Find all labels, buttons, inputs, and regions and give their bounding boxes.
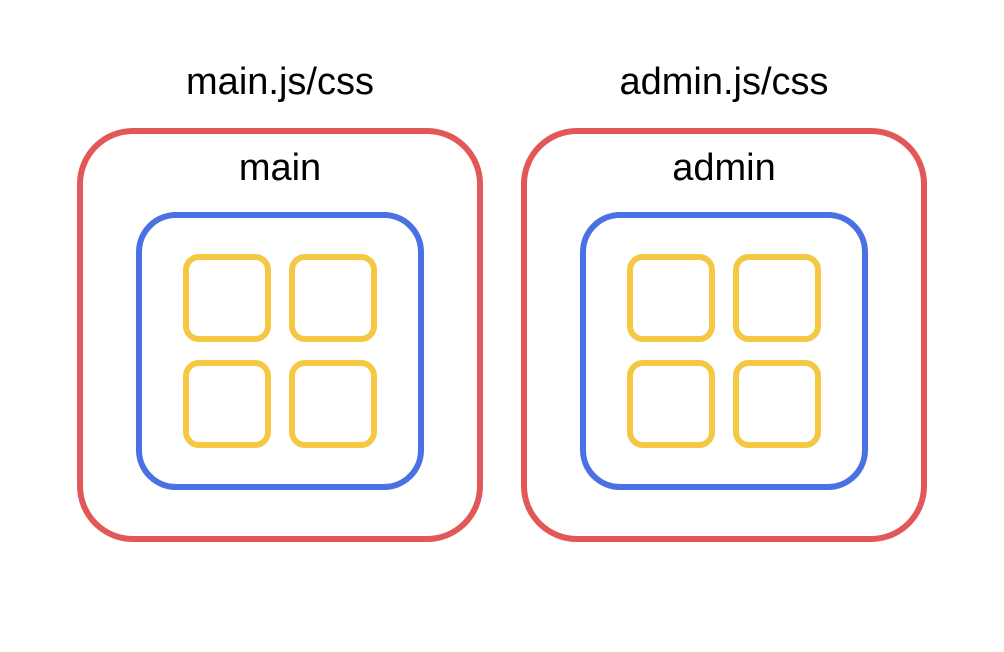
entry-title-main: main.js/css — [186, 61, 374, 103]
chunk-label-main: main — [238, 147, 322, 189]
modules-container-admin — [580, 212, 868, 490]
module-box — [289, 360, 377, 448]
module-box — [627, 254, 715, 342]
module-box — [627, 360, 715, 448]
module-box — [733, 360, 821, 448]
modules-container-main — [136, 212, 424, 490]
module-box — [183, 254, 271, 342]
module-box — [289, 254, 377, 342]
entry-group-main: main.js/css main — [77, 58, 483, 542]
module-box — [733, 254, 821, 342]
entry-group-admin: admin.js/css admin — [521, 58, 927, 542]
entry-title-admin: admin.js/css — [619, 61, 829, 103]
chunk-box-main: main — [77, 128, 483, 542]
chunk-label-admin: admin — [672, 147, 776, 189]
module-box — [183, 360, 271, 448]
chunk-box-admin: admin — [521, 128, 927, 542]
